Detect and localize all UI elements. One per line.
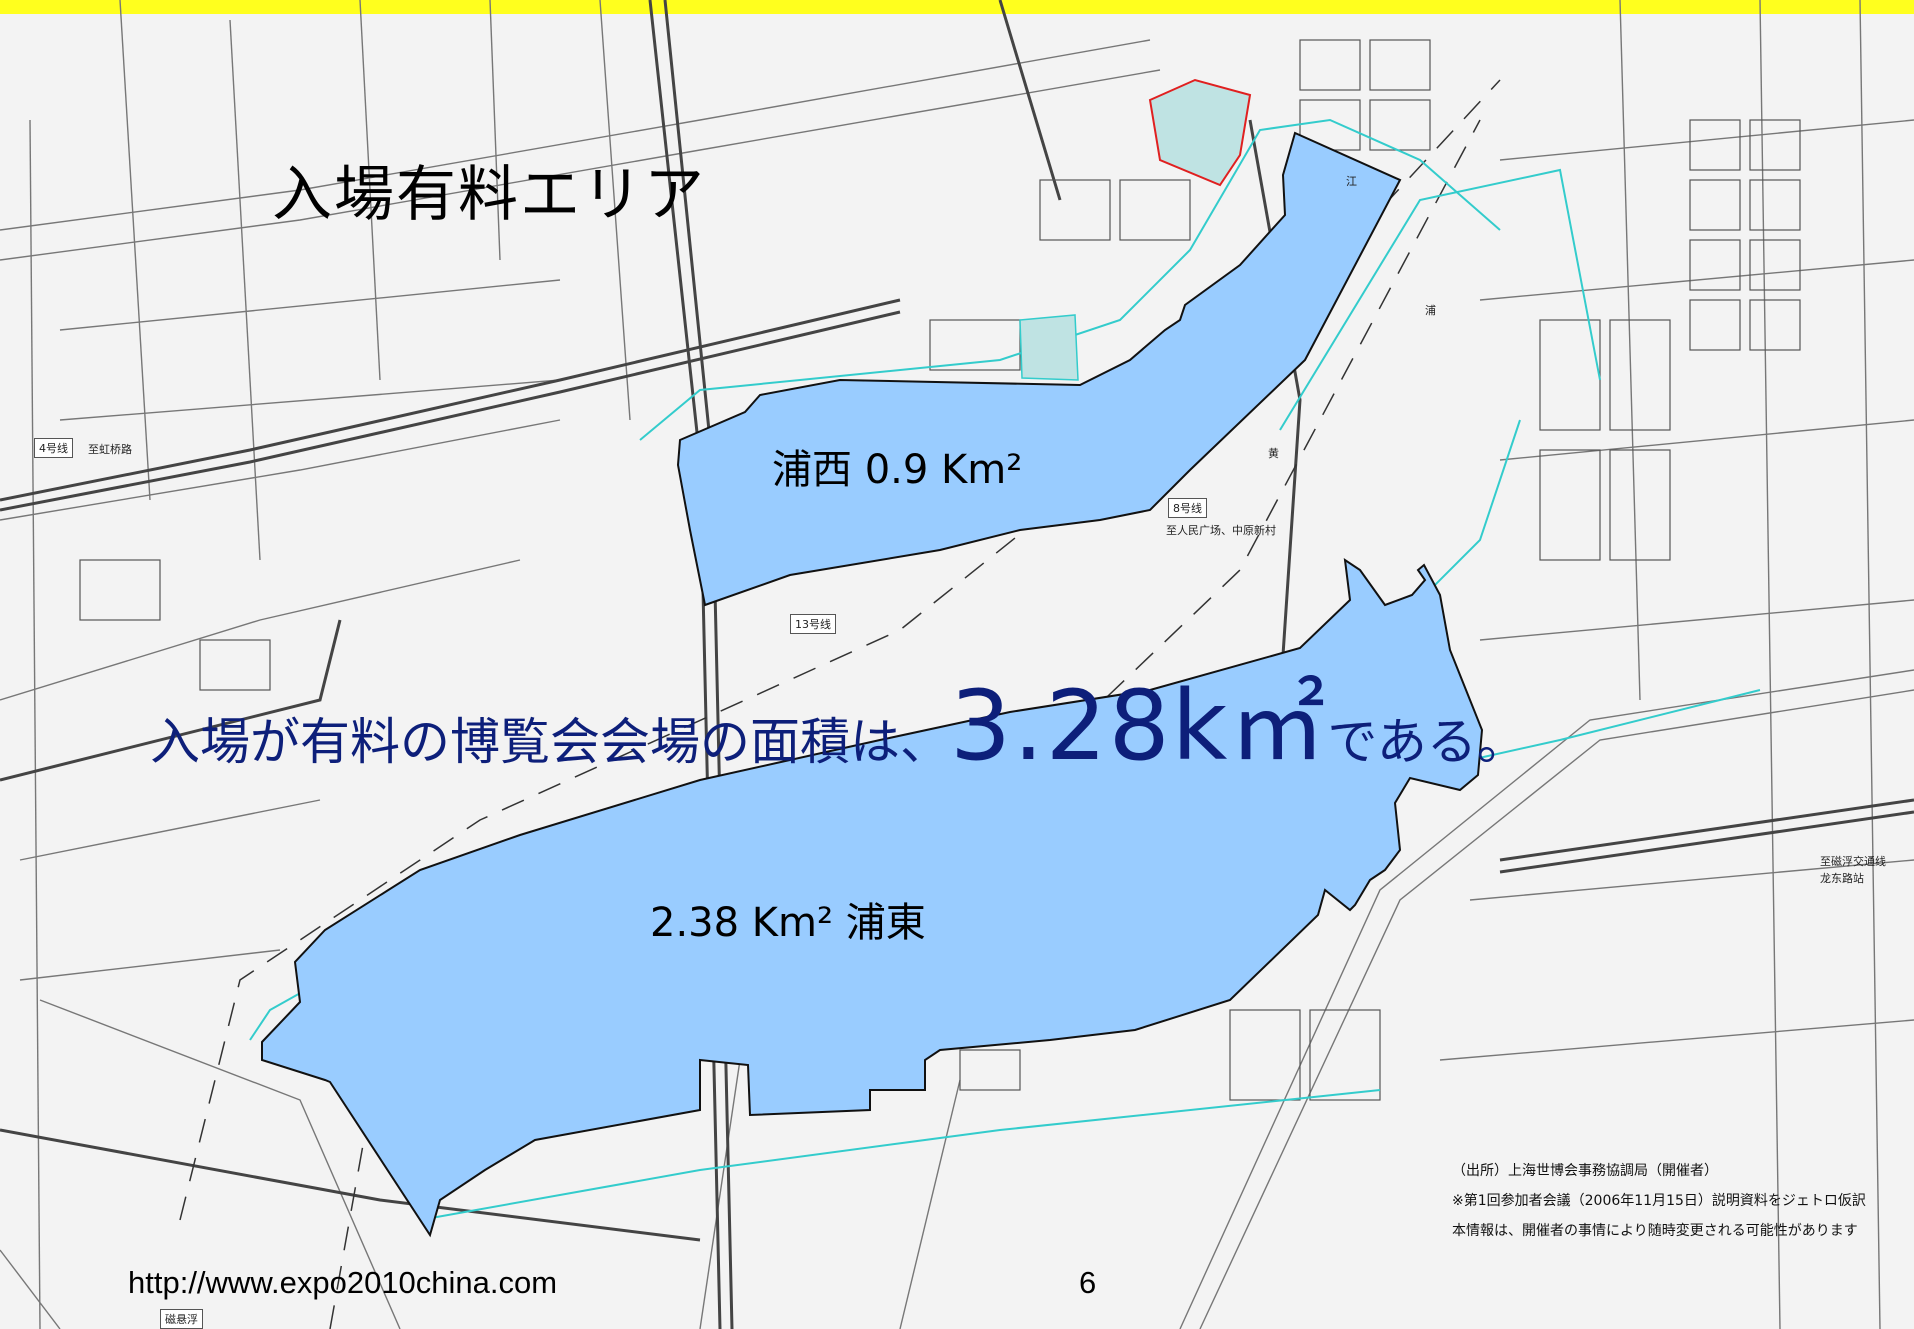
headline-suffix: である。	[1327, 713, 1527, 771]
right-destination-label-2: 龙东路站	[1820, 872, 1864, 885]
metro-line-4-label: 4号线	[34, 438, 73, 458]
headline-value: 3.28k㎡	[950, 670, 1328, 782]
plot-teal-1	[1148, 78, 1252, 187]
pudong-area-shape	[261, 557, 1484, 1238]
metro-line-13-label: 13号线	[790, 614, 836, 634]
source-url: http://www.expo2010china.com	[128, 1265, 558, 1300]
page-number: 6	[1079, 1265, 1097, 1300]
plot-teal-2	[1019, 314, 1079, 381]
river-label-1: 江	[1346, 175, 1357, 188]
page-title: 入場有料エリア	[272, 160, 706, 230]
building-blocks	[79, 39, 1801, 1101]
source-note-2: ※第1回参加者会議（2006年11月15日）説明資料をジェトロ仮訳	[1452, 1193, 1866, 1209]
pudong-area-label: 2.38 Km² 浦東	[650, 900, 926, 946]
top-color-band	[0, 0, 1914, 14]
headline-prefix: 入場が有料の博覧会会場の面積は、	[150, 713, 950, 771]
river-label-3: 黄	[1268, 447, 1279, 460]
maglev-label: 磁悬浮	[160, 1309, 203, 1329]
river-label-2: 浦	[1425, 304, 1436, 317]
right-destination-label-1: 至磁浮交通线	[1820, 855, 1886, 868]
source-note-1: （出所）上海世博会事務協調局（開催者）	[1452, 1163, 1718, 1179]
puxi-area-label: 浦西 0.9 Km²	[772, 447, 1023, 493]
source-note-3: 本情報は、開催者の事情により随時変更される可能性があります	[1452, 1223, 1858, 1239]
metro-line-8-destination: 至人民广场、中原新村	[1166, 524, 1276, 537]
puxi-area	[676, 131, 1402, 607]
metro-line-4-destination: 至虹桥路	[88, 443, 132, 456]
headline: 入場が有料の博覧会会場の面積は、3.28k㎡である。	[150, 648, 1527, 787]
metro-line-8-label: 8号线	[1168, 498, 1207, 518]
